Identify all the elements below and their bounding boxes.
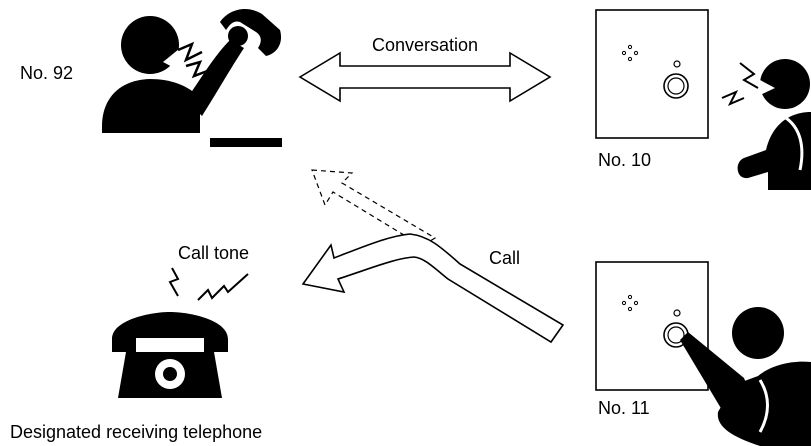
conversation-arrow [298,51,552,103]
speaking-person-icon [721,59,811,190]
label-station-10: No. 10 [598,150,651,170]
label-station-11: No. 11 [598,398,650,418]
transfer-arrow-dashed [311,169,437,247]
call-tone-lines [168,267,249,301]
label-call-tone: Call tone [178,243,249,263]
label-conversation: Conversation [372,35,478,55]
camera-icon [673,309,681,317]
pressing-person-icon [680,307,811,446]
label-receiving-telephone: Designated receiving telephone [10,422,262,442]
camera-icon [673,60,681,68]
label-call: Call [489,248,520,268]
call-arrow [301,233,565,344]
speaker-grille-icon [621,44,639,62]
label-station-92: No. 92 [20,63,73,83]
speaker-grille-icon [621,294,639,312]
door-station-top [595,9,709,139]
telephone-icon [112,312,228,398]
door-station-bottom [595,261,709,391]
person-on-handset-icon [102,8,282,147]
